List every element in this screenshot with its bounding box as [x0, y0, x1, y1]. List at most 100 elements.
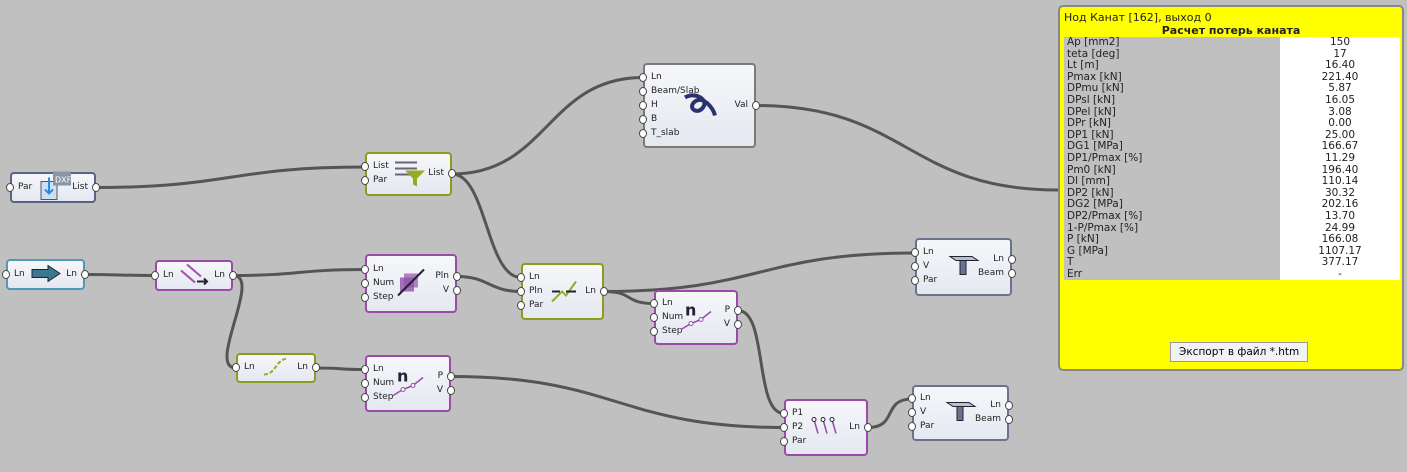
input-port-par[interactable]: Par	[516, 299, 549, 312]
output-port-ln[interactable]: Ln	[291, 361, 320, 374]
result-row: DPel [kN]3.08	[1064, 106, 1400, 119]
result-value: 221.40	[1280, 71, 1400, 84]
result-label: Dl [mm]	[1064, 176, 1280, 188]
input-port-ln[interactable]: Ln	[638, 71, 705, 84]
input-port-v[interactable]: V	[907, 406, 940, 419]
wire	[737, 309, 785, 415]
wire	[225, 274, 244, 370]
result-row: DG1 [MPa]166.67	[1064, 141, 1400, 153]
result-label: Lt [m]	[1064, 60, 1280, 72]
curve-icon	[262, 357, 290, 380]
input-port-t-slab[interactable]: T_slab	[638, 127, 705, 140]
node-lnin[interactable]: Ln Ln	[2, 259, 89, 290]
output-port-v[interactable]: V	[718, 318, 743, 331]
input-port-ln[interactable]: Ln	[360, 363, 400, 376]
output-port-v[interactable]: V	[437, 284, 462, 297]
input-port-par[interactable]: Par	[361, 174, 395, 187]
input-port-p1[interactable]: P1	[779, 407, 812, 420]
output-port-beam[interactable]: Beam	[969, 413, 1013, 426]
result-row: teta [deg]17	[1064, 48, 1400, 61]
output-port-p[interactable]: P	[719, 304, 743, 317]
output-port-ln[interactable]: Ln	[579, 285, 608, 298]
output-port-p[interactable]: P	[432, 370, 456, 383]
result-value: 0.00	[1280, 118, 1400, 130]
result-value: 3.08	[1280, 106, 1400, 119]
input-port-pln[interactable]: Pln	[516, 285, 549, 298]
output-port-beam[interactable]: Beam	[972, 267, 1016, 280]
input-port-par[interactable]: Par	[779, 435, 812, 448]
result-label: DPmu [kN]	[1064, 83, 1280, 95]
output-port-val[interactable]: Val	[729, 99, 761, 112]
result-panel[interactable]: Нод Канат [162], выход 0 Расчет потерь к…	[1058, 5, 1404, 371]
output-port-ln[interactable]: Ln	[984, 399, 1013, 412]
layer-filter-icon	[391, 159, 427, 190]
result-label: G [MPa]	[1064, 245, 1280, 258]
input-port-ln[interactable]: Ln	[516, 271, 549, 284]
input-port-ln[interactable]: Ln	[910, 246, 943, 259]
input-port-num[interactable]: Num	[360, 277, 400, 290]
result-label: Err	[1064, 268, 1280, 281]
result-label: teta [deg]	[1064, 48, 1280, 61]
output-port-ln[interactable]: Ln	[843, 421, 872, 434]
result-label: DP1/Pmax [%]	[1064, 152, 1280, 165]
arrow-right-icon	[31, 264, 61, 285]
panel-heading: Расчет потерь каната	[1161, 24, 1301, 37]
result-value: 110.14	[1280, 176, 1400, 188]
output-port-ln[interactable]: Ln	[208, 269, 237, 282]
node-curve[interactable]: Ln Ln	[232, 353, 320, 383]
input-port-step[interactable]: Step	[360, 391, 400, 404]
wire	[456, 275, 522, 293]
input-port-b[interactable]: B	[638, 113, 705, 126]
wire	[451, 172, 522, 279]
output-port-ln[interactable]: Ln	[60, 268, 89, 281]
result-label: T	[1064, 257, 1280, 269]
result-row: DP1 [kN]25.00	[1064, 129, 1400, 142]
input-port-v[interactable]: V	[910, 260, 943, 273]
output-port-ln[interactable]: Ln	[987, 253, 1016, 266]
input-port-h[interactable]: H	[638, 99, 705, 112]
wire	[95, 165, 366, 189]
result-row: DP1/Pmax [%]11.29	[1064, 152, 1400, 165]
result-value: 16.05	[1280, 94, 1400, 107]
output-port-list[interactable]: List	[66, 181, 100, 194]
input-port-step[interactable]: Step	[649, 325, 689, 338]
result-value: 30.32	[1280, 187, 1400, 200]
input-port-ln[interactable]: Ln	[151, 269, 180, 282]
result-label: DP2 [kN]	[1064, 187, 1280, 200]
input-port-p2[interactable]: P2	[779, 421, 812, 434]
output-port-pln[interactable]: Pln	[429, 270, 461, 283]
result-value: 166.08	[1280, 233, 1400, 246]
input-port-par[interactable]: Par	[907, 420, 940, 433]
input-port-num[interactable]: Num	[360, 377, 400, 390]
input-port-ln[interactable]: Ln	[232, 361, 261, 374]
node-offset[interactable]: Ln Ln	[151, 260, 237, 291]
input-port-beam-slab[interactable]: Beam/Slab	[638, 85, 705, 98]
input-port-step[interactable]: Step	[360, 291, 400, 304]
wire	[315, 366, 366, 371]
input-port-ln[interactable]: Ln	[2, 268, 31, 281]
input-port-par[interactable]: Par	[910, 274, 943, 287]
input-port-num[interactable]: Num	[649, 311, 689, 324]
result-row: Ap [mm2]150	[1064, 36, 1400, 49]
input-port-list[interactable]: List	[361, 160, 395, 173]
divide-n-icon: n	[679, 300, 713, 334]
output-port-list[interactable]: List	[422, 167, 456, 180]
result-value: 16.40	[1280, 60, 1400, 72]
points-lines-icon	[811, 415, 841, 440]
input-port-par[interactable]: Par	[5, 181, 38, 194]
input-port-ln[interactable]: Ln	[907, 392, 940, 405]
input-port-ln[interactable]: Ln	[360, 263, 400, 276]
input-port-ln[interactable]: Ln	[649, 297, 689, 310]
output-port-v[interactable]: V	[431, 384, 456, 397]
export-htm-button[interactable]: Экспорт в файл *.htm	[1170, 342, 1309, 362]
